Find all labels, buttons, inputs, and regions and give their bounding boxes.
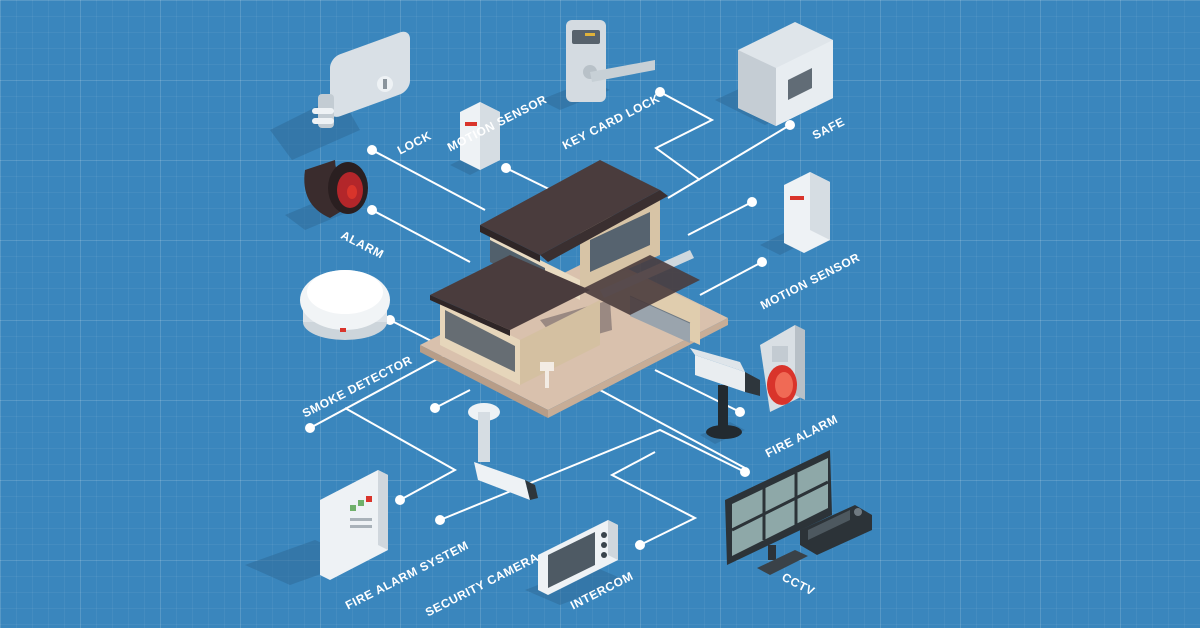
- connector-motion-sensor-right: [687, 201, 753, 236]
- connector-intercom: [609, 451, 698, 546]
- motion-sensor-right-icon: [760, 172, 830, 255]
- lock-icon: [270, 31, 410, 160]
- connector-alarm: [371, 209, 471, 263]
- cctv-icon: [725, 450, 872, 575]
- motion-sensor-icon: [450, 102, 500, 175]
- security-camera-icon: [690, 348, 760, 444]
- connector-cctv: [599, 389, 746, 469]
- connector-key-card-lock: [654, 91, 715, 181]
- alarm-icon: [285, 160, 368, 230]
- connector-lock: [371, 149, 486, 211]
- connector-safe: [667, 124, 791, 199]
- smoke-detector-icon: [300, 270, 390, 340]
- connector-motion-sensor-top: [505, 167, 556, 193]
- key-card-lock-icon: [540, 20, 655, 110]
- fire-alarm-icon: [760, 325, 805, 412]
- connector-security-camera-top: [434, 389, 471, 409]
- connector-motion-sensor-right-2: [699, 261, 763, 296]
- connector-dots: [305, 87, 795, 550]
- connector-fire-alarm-system: [344, 407, 458, 501]
- house-icon: [420, 160, 728, 418]
- security-camera-bottom-icon: [468, 403, 538, 500]
- safe-icon: [715, 22, 833, 126]
- intercom-icon: [525, 520, 625, 605]
- connector-smoke-detector-2: [309, 354, 446, 429]
- fire-alarm-system-icon: [245, 470, 388, 585]
